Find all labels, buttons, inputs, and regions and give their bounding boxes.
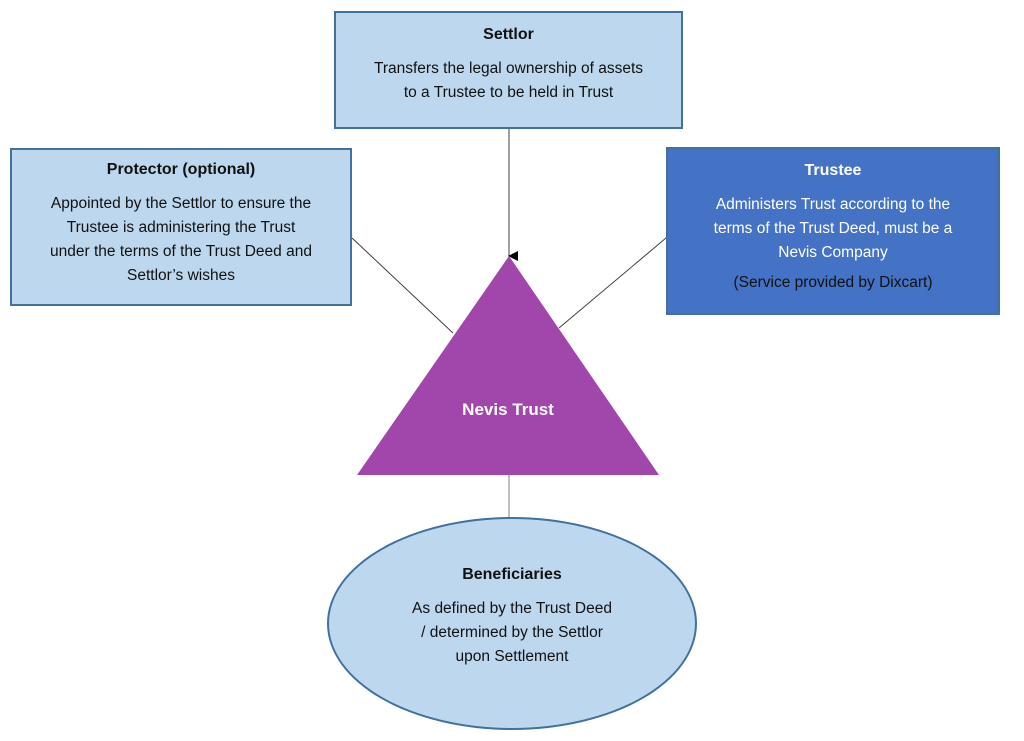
beneficiaries-text-line: / determined by the Settlor [421, 624, 603, 641]
beneficiaries-ellipse: Beneficiaries As defined by the Trust De… [327, 517, 697, 730]
protector-text-line: under the terms of the Trust Deed and [50, 243, 312, 260]
settlor-title: Settlor [483, 26, 534, 43]
protector-title: Protector (optional) [106, 161, 256, 178]
trustee-box: Trustee Administers Trust according to t… [666, 147, 1000, 315]
trustee-text-line: terms of the Trust Deed, must be a [713, 220, 953, 237]
protector-text-line: Appointed by the Settlor to ensure the [50, 195, 312, 212]
trustee-title: Trustee [804, 162, 862, 179]
trustee-text-line: Administers Trust according to the [715, 196, 951, 213]
trustee-text-line: Nevis Company [778, 244, 888, 261]
beneficiaries-text-line: As defined by the Trust Deed [412, 600, 612, 617]
beneficiaries-title: Beneficiaries [462, 566, 562, 583]
nevis-trust-label: Nevis Trust [462, 400, 554, 419]
protector-text-line: Settlor’s wishes [127, 267, 235, 284]
nevis-trust-triangle [357, 256, 659, 475]
trustee-connector [558, 237, 667, 329]
protector-box: Protector (optional) Appointed by the Se… [10, 148, 352, 306]
settlor-text-line: Transfers the legal ownership of assets [373, 60, 644, 77]
settlor-box: Settlor Transfers the legal ownership of… [334, 11, 683, 129]
settlor-text-line: to a Trustee to be held in Trust [403, 84, 614, 101]
protector-connector [351, 237, 454, 334]
trustee-service-note: (Service provided by Dixcart) [733, 274, 933, 291]
beneficiaries-text-line: upon Settlement [455, 648, 569, 665]
protector-text-line: Trustee is administering the Trust [66, 219, 296, 236]
